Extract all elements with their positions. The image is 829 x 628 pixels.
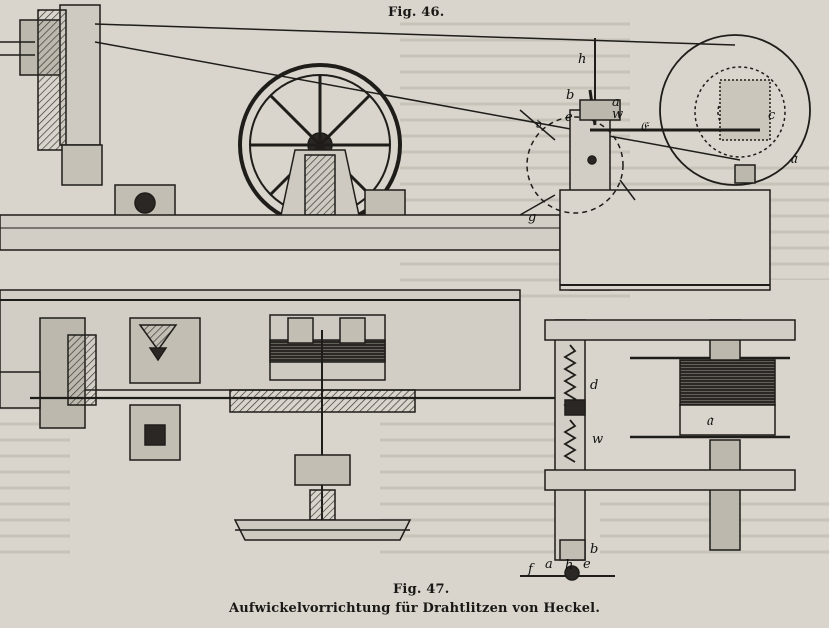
fig46-label-e: e: [565, 110, 573, 125]
fig46-label-alpha: 𝔞: [790, 148, 797, 167]
fig47-label-e: e: [583, 557, 591, 572]
fig46-label-b: b: [566, 88, 575, 103]
fig46-label-E: 𝔈: [640, 120, 648, 135]
fig46-label-c: c: [768, 108, 776, 123]
fig47-label-a: a: [545, 557, 553, 572]
fig47-label-h: h: [565, 558, 574, 573]
figure-46-caption: Fig. 46.: [388, 5, 445, 20]
fig46-label-w: w: [612, 107, 624, 122]
fig46-label-d: 𝔡: [535, 117, 541, 132]
fig47-label-b: b: [590, 542, 599, 557]
figure-47-title: Aufwickelvorrichtung für Drahtlitzen von…: [228, 601, 601, 616]
fig47-label-w: w: [592, 432, 604, 447]
figure-47-caption: Fig. 47.: [393, 582, 450, 597]
figure-47-drawing: [0, 289, 796, 581]
fig46-label-h: h: [578, 52, 587, 67]
fig47-label-d: d: [590, 378, 599, 393]
fig46-label-a: a: [612, 95, 620, 110]
fig47-label-alpha: 𝔞: [706, 410, 713, 429]
fig46-label-g: g: [528, 210, 537, 225]
figure-46-drawing: [0, 4, 811, 291]
fig47-label-f: f: [528, 562, 533, 577]
